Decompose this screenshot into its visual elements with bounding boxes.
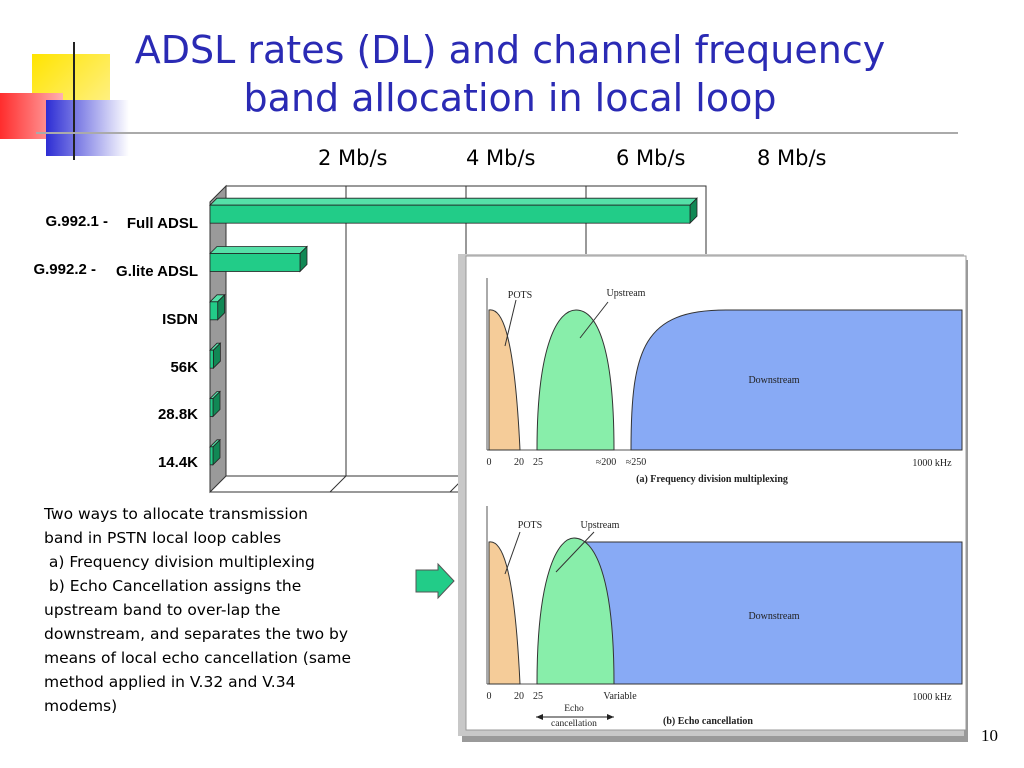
panel-a-downstream-label: Downstream — [748, 375, 799, 386]
panel-b-pots-pointer — [504, 531, 521, 575]
panel-a-pots-band — [488, 309, 521, 451]
panel-a-caption: (a) Frequency division multiplexing — [636, 474, 788, 485]
bar-label-14-4k: 14.4K — [157, 454, 198, 471]
description-line: upstream band to over-lap the — [44, 601, 281, 619]
echo-label-line-1: Echo — [564, 704, 584, 714]
frequency-allocation-figure: POTS Upstream Downstream 0 20 25 ≈200 ≈2… — [458, 254, 968, 742]
panel-a-tick-0: 0 — [487, 457, 492, 468]
right-arrow-icon — [415, 562, 455, 600]
panel-a-pots-pointer — [504, 299, 517, 347]
panel-a-tick-1000: 1000 kHz — [912, 458, 952, 469]
description-line: Two ways to allocate transmission — [44, 505, 308, 523]
panel-b-upstream-label: Upstream — [581, 520, 620, 531]
description-line: band in PSTN local loop cables — [44, 529, 282, 547]
panel-b-tick-1000: 1000 kHz — [912, 692, 952, 703]
rate-label-8mbps: 8 Mb/s — [757, 146, 827, 170]
panel-b: POTS Upstream Downstream 0 20 25 Variabl… — [486, 506, 963, 729]
description-text: Two ways to allocate transmission band i… — [44, 502, 404, 718]
description-line: method applied in V.32 and V.34 — [44, 673, 296, 691]
panel-b-pots-label: POTS — [518, 520, 542, 531]
decor-vertical-line — [73, 42, 75, 160]
panel-b-tick-20: 20 — [514, 691, 524, 702]
echo-arrow-right-head — [607, 714, 614, 720]
panel-a-upstream-pointer — [579, 301, 609, 339]
page-number: 10 — [981, 726, 998, 745]
bar-label-56k: 56K — [170, 359, 198, 376]
panel-a-upstream-band — [536, 309, 615, 451]
decor-horizontal-line — [36, 132, 958, 134]
panel-b-tick-25: 25 — [533, 691, 543, 702]
bar-label-glite-adsl: G.lite ADSL — [116, 263, 198, 280]
bar-prefix-g9922: G.992.2 - — [33, 261, 96, 278]
panel-b-caption: (b) Echo cancellation — [663, 716, 753, 727]
rate-label-4mbps: 4 Mb/s — [466, 146, 536, 170]
panel-a-pots-label: POTS — [508, 290, 532, 301]
title-line-1: ADSL rates (DL) and channel frequency — [134, 28, 886, 72]
echo-arrow-left-head — [536, 714, 543, 720]
panel-a-tick-25: 25 — [533, 457, 543, 468]
panel-a: POTS Upstream Downstream 0 20 25 ≈200 ≈2… — [486, 278, 963, 485]
panel-b-tick-0: 0 — [487, 691, 492, 702]
title-line-2: band allocation in local loop — [243, 76, 777, 120]
bar — [209, 301, 219, 321]
bar-prefix-g9921: G.992.1 - — [45, 213, 108, 230]
description-line: downstream, and separates the two by — [44, 625, 349, 643]
bar-label-full-adsl: Full ADSL — [126, 215, 198, 232]
panel-a-upstream-label: Upstream — [607, 288, 646, 299]
decor-blue-square — [46, 100, 129, 156]
panel-b-upstream-band — [536, 537, 615, 685]
bar — [209, 253, 301, 272]
bar — [209, 446, 214, 466]
bar-top — [209, 197, 698, 206]
bar — [209, 349, 214, 369]
description-line: means of local echo cancellation (same — [44, 649, 352, 667]
bar-label-isdn: ISDN — [162, 311, 198, 328]
panel-a-downstream-band — [630, 309, 963, 451]
panel-a-tick-200: ≈200 — [596, 457, 617, 468]
description-line: modems) — [44, 697, 118, 715]
bar — [209, 204, 691, 224]
panel-a-tick-250: ≈250 — [626, 457, 647, 468]
description-line: a) Frequency division multiplexing — [44, 553, 315, 571]
echo-label-line-2: cancellation — [551, 719, 597, 729]
panel-b-pots-band — [488, 541, 521, 685]
bar — [209, 398, 214, 417]
description-line: b) Echo Cancellation assigns the — [44, 577, 302, 595]
slide-title: ADSL rates (DL) and channel frequency ba… — [100, 26, 920, 122]
rate-label-6mbps: 6 Mb/s — [616, 146, 686, 170]
rate-label-2mbps: 2 Mb/s — [318, 146, 388, 170]
panel-a-tick-20: 20 — [514, 457, 524, 468]
bar-top — [209, 246, 308, 254]
bar-label-28-8k: 28.8K — [157, 406, 198, 423]
panel-b-tick-variable: Variable — [603, 691, 637, 702]
chart-floor-gridline — [329, 475, 347, 493]
panel-b-downstream-label: Downstream — [748, 611, 799, 622]
panel-b-upstream-pointer — [555, 531, 595, 573]
